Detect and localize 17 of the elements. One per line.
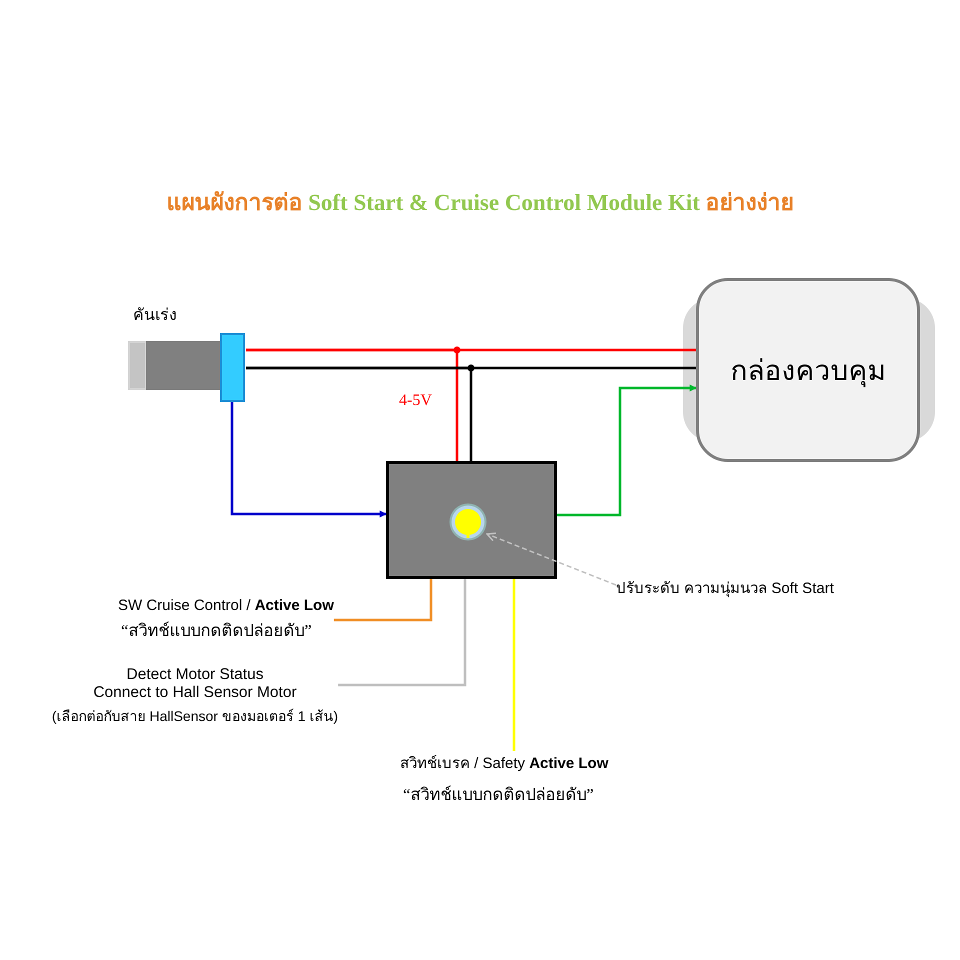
- wire: [246, 348, 458, 461]
- wire: [246, 366, 472, 461]
- note-text: ปรับระดับ ความนุ่มนวล Soft Start: [616, 576, 834, 600]
- control-box: กล่องควบคุม: [696, 278, 920, 462]
- arrow: [230, 402, 387, 518]
- leader-line: [486, 532, 616, 586]
- note-text: Detect Motor Status Connect to Hall Sensor Motor (เลือกต่อกับสาย HallSensor ของมอเตอร์ 1 เส้น): [52, 666, 338, 727]
- note-text: สวิทช์เบรค / Safety Active Low “สวิทช์แบบกดติดปล่อยดับ”: [400, 751, 608, 807]
- wire: [338, 579, 466, 686]
- diagram-title: แผนผังการต่อ Soft Start & Cruise Control Module Kit อย่างง่าย: [166, 190, 794, 215]
- note-text: SW Cruise Control / Active Low “สวิทช์แบบกดติดปล่อยดับ”: [118, 597, 334, 643]
- part-label: คันเร่ง: [133, 306, 177, 326]
- module-box: [386, 461, 557, 579]
- arrow: [557, 384, 697, 516]
- adjustment-knob-icon: [449, 503, 487, 541]
- wire: [334, 579, 432, 622]
- wire: [512, 579, 516, 751]
